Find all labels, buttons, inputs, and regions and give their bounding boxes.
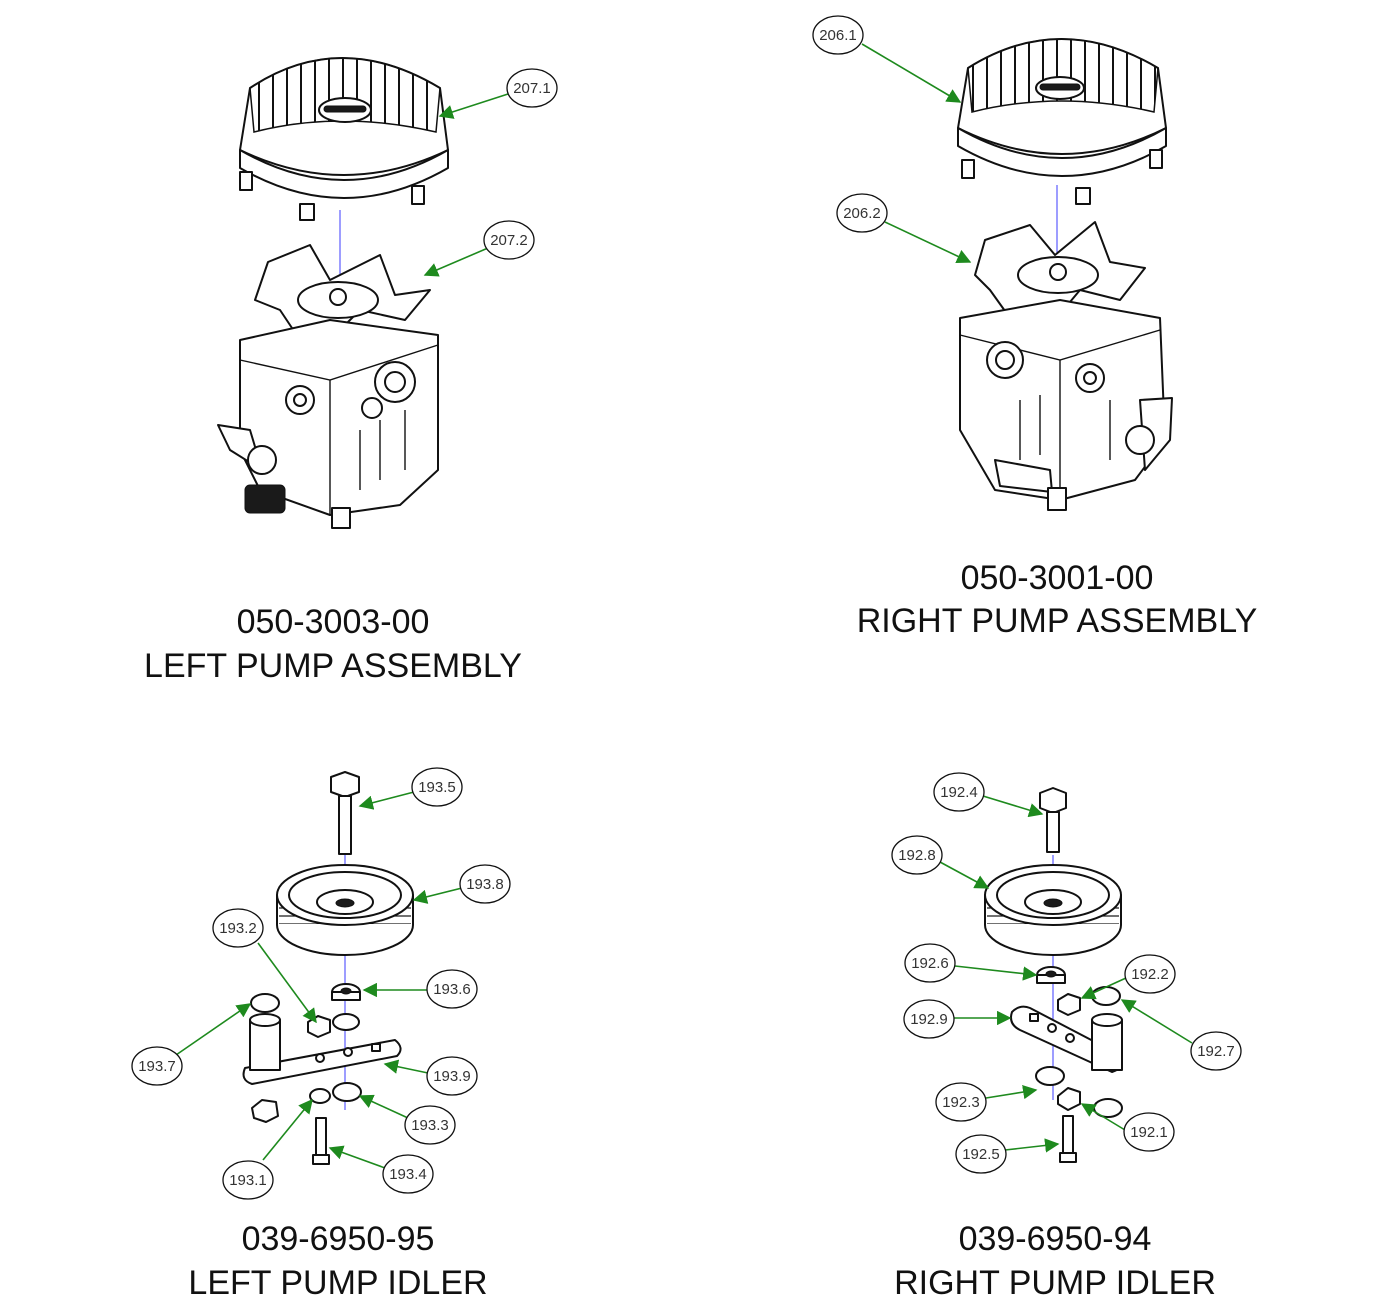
callout-206-1: 206.1 — [812, 15, 864, 55]
svg-text:193.8: 193.8 — [466, 876, 504, 893]
callout-193-7: 193.7 — [131, 1046, 183, 1086]
right-idler-small-parts — [1035, 986, 1123, 1163]
left-pump-title: LEFT PUMP ASSEMBLY — [144, 647, 522, 685]
callout-192-3: 192.3 — [935, 1082, 987, 1122]
right-idler-part-number: 039-6950-94 — [959, 1220, 1152, 1258]
left-idler-part-number: 039-6950-95 — [242, 1220, 435, 1258]
callout-193-3: 193.3 — [404, 1105, 456, 1145]
callout-207-1: 207.1 — [506, 68, 558, 108]
callout-207-2: 207.2 — [483, 220, 535, 260]
svg-text:192.8: 192.8 — [898, 847, 936, 864]
svg-text:193.7: 193.7 — [138, 1058, 176, 1075]
right-idler-arm — [1010, 1005, 1123, 1073]
callout-193-5: 193.5 — [411, 767, 463, 807]
left-fan-shroud — [239, 57, 449, 221]
left-idler-title: LEFT PUMP IDLER — [188, 1264, 487, 1302]
svg-text:192.7: 192.7 — [1197, 1043, 1235, 1060]
left-pump-assembly-drawing — [217, 57, 449, 529]
left-idler-spacer-top — [331, 983, 361, 1001]
right-pump-assembly-drawing — [957, 38, 1173, 511]
svg-text:192.2: 192.2 — [1131, 966, 1169, 983]
svg-text:192.9: 192.9 — [910, 1011, 948, 1028]
right-idler-pulley — [984, 864, 1122, 956]
callout-192-9: 192.9 — [903, 999, 955, 1039]
right-pump-idler-drawing — [984, 787, 1123, 1163]
callout-193-4: 193.4 — [382, 1154, 434, 1194]
svg-text:193.6: 193.6 — [433, 981, 471, 998]
right-pump-title: RIGHT PUMP ASSEMBLY — [857, 602, 1258, 640]
svg-text:193.3: 193.3 — [411, 1117, 449, 1134]
left-pump-body — [217, 244, 439, 529]
right-idler-bolt — [1039, 787, 1067, 853]
svg-text:193.5: 193.5 — [418, 779, 456, 796]
left-pump-idler-drawing — [242, 771, 414, 1165]
right-pump-body — [959, 221, 1173, 511]
leader-lines — [175, 43, 1193, 1169]
left-pump-part-number: 050-3003-00 — [237, 603, 430, 641]
callout-192-4: 192.4 — [933, 772, 985, 812]
left-idler-pulley — [276, 864, 414, 956]
callout-193-6: 193.6 — [426, 969, 478, 1009]
svg-text:193.9: 193.9 — [433, 1068, 471, 1085]
callout-193-9: 193.9 — [426, 1056, 478, 1096]
svg-text:193.2: 193.2 — [219, 920, 257, 937]
callout-192-6: 192.6 — [904, 943, 956, 983]
svg-text:206.1: 206.1 — [819, 27, 857, 44]
right-fan-shroud — [957, 38, 1167, 205]
svg-text:192.6: 192.6 — [911, 955, 949, 972]
callout-193-2: 193.2 — [212, 908, 264, 948]
right-idler-spacer-top — [1036, 966, 1066, 984]
left-idler-bolt — [330, 771, 360, 855]
svg-text:192.5: 192.5 — [962, 1146, 1000, 1163]
svg-text:192.4: 192.4 — [940, 784, 978, 801]
callout-193-8: 193.8 — [459, 864, 511, 904]
right-idler-title: RIGHT PUMP IDLER — [894, 1264, 1216, 1302]
svg-text:207.1: 207.1 — [513, 80, 551, 97]
svg-text:207.2: 207.2 — [490, 232, 528, 249]
svg-text:192.1: 192.1 — [1130, 1124, 1168, 1141]
svg-text:192.3: 192.3 — [942, 1094, 980, 1111]
svg-text:193.1: 193.1 — [229, 1172, 267, 1189]
callout-192-2: 192.2 — [1124, 954, 1176, 994]
callout-193-1: 193.1 — [222, 1160, 274, 1200]
right-pump-part-number: 050-3001-00 — [961, 559, 1154, 597]
svg-text:206.2: 206.2 — [843, 205, 881, 222]
left-idler-small-parts — [250, 993, 362, 1165]
callout-192-5: 192.5 — [955, 1134, 1007, 1174]
callout-192-1: 192.1 — [1123, 1112, 1175, 1152]
callout-192-7: 192.7 — [1190, 1031, 1242, 1071]
left-idler-arm — [242, 1013, 402, 1085]
svg-text:193.4: 193.4 — [389, 1166, 427, 1183]
callout-192-8: 192.8 — [891, 835, 943, 875]
callout-206-2: 206.2 — [836, 193, 888, 233]
